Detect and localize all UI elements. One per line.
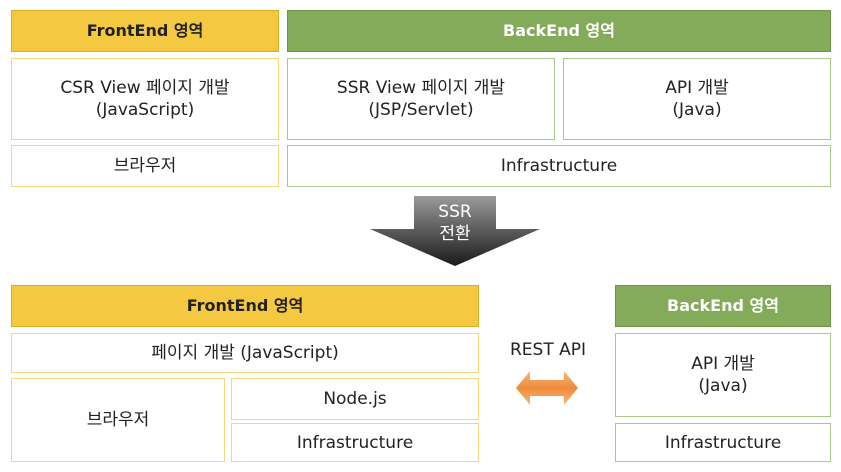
top-infrastructure-box: Infrastructure (287, 145, 831, 187)
top-api-line2: (Java) (672, 100, 722, 120)
bottom-page-dev-label: 페이지 개발 (JavaScript) (151, 343, 339, 363)
ssr-transition-arrow (370, 196, 540, 266)
bottom-page-dev-box: 페이지 개발 (JavaScript) (11, 333, 479, 373)
bottom-frontend-header-label: FrontEnd 영역 (186, 296, 304, 315)
bottom-backend-header: BackEnd 영역 (615, 285, 831, 327)
bottom-api-line2: (Java) (698, 376, 748, 396)
top-csr-line2: (JavaScript) (95, 100, 195, 120)
bottom-nodejs-label: Node.js (323, 389, 387, 409)
bottom-browser-box: 브라우저 (11, 378, 225, 462)
ssr-transition-line2: 전환 (439, 224, 471, 244)
bottom-browser-label: 브라우저 (86, 410, 150, 430)
bottom-fe-infrastructure-box: Infrastructure (231, 423, 479, 462)
bottom-frontend-header: FrontEnd 영역 (11, 285, 479, 327)
top-frontend-header-label: FrontEnd 영역 (86, 21, 204, 40)
top-browser-label: 브라우저 (113, 156, 177, 176)
top-ssr-line2: (JSP/Servlet) (368, 100, 474, 120)
top-backend-header-label: BackEnd 영역 (503, 21, 615, 40)
top-backend-header: BackEnd 영역 (287, 10, 831, 52)
top-api-box: API 개발 (Java) (563, 58, 831, 140)
bottom-api-box: API 개발 (Java) (615, 333, 831, 417)
top-csr-view-box: CSR View 페이지 개발 (JavaScript) (11, 58, 279, 140)
bottom-api-line1: API 개발 (691, 354, 755, 374)
top-api-line1: API 개발 (665, 78, 729, 98)
bottom-be-infrastructure-label: Infrastructure (664, 432, 782, 453)
rest-api-label: REST API (509, 340, 587, 360)
bottom-fe-infrastructure-label: Infrastructure (296, 432, 414, 453)
bottom-backend-header-label: BackEnd 영역 (667, 296, 779, 315)
top-ssr-view-box: SSR View 페이지 개발 (JSP/Servlet) (287, 58, 555, 140)
bottom-be-infrastructure-box: Infrastructure (615, 423, 831, 462)
top-ssr-line1: SSR View 페이지 개발 (336, 78, 506, 98)
top-frontend-header: FrontEnd 영역 (11, 10, 279, 52)
ssr-transition-label: SSR 전환 (414, 201, 496, 245)
top-csr-line1: CSR View 페이지 개발 (60, 78, 230, 98)
ssr-transition-line1: SSR (438, 202, 472, 222)
double-arrow-icon (516, 371, 578, 405)
top-browser-box: 브라우저 (11, 145, 279, 187)
top-infrastructure-label: Infrastructure (500, 156, 618, 176)
bottom-nodejs-box: Node.js (231, 378, 479, 420)
